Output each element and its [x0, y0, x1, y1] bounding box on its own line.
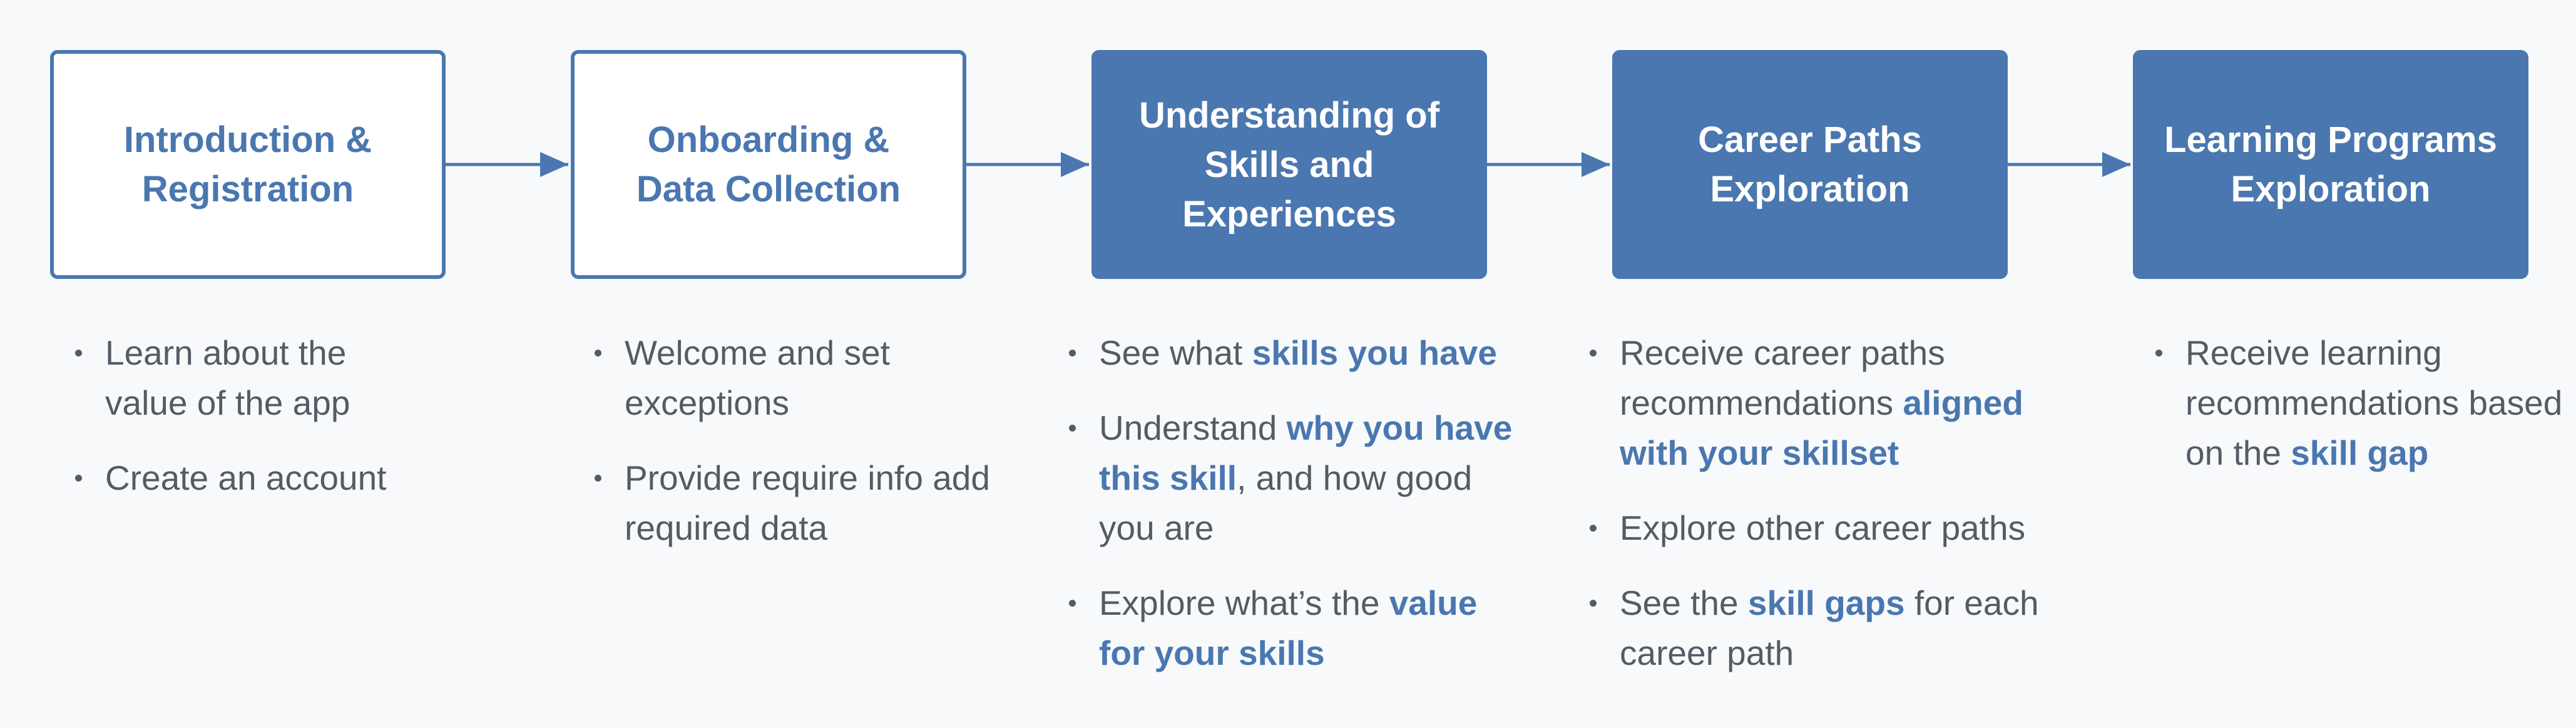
step-box-career-paths-exploration: Career Paths Exploration — [1612, 50, 2008, 279]
step-title: Introduction & Registration — [123, 119, 372, 210]
highlight-text: why you have this skill — [1099, 408, 1513, 497]
bullet-item: Explore what’s the value for your skills — [1064, 578, 1527, 678]
bullet-item: Provide require info add required data — [590, 453, 990, 553]
highlight-text: skill gaps — [1747, 584, 1905, 622]
highlight-text: skill gap — [2291, 433, 2429, 472]
bullet-text: for each career path — [1620, 584, 2039, 672]
bullet-item: Receive learning recommendations based o… — [2150, 328, 2576, 478]
bullet-item: See the skill gaps for each career path — [1585, 578, 2073, 678]
bullet-item: Create an account — [70, 453, 421, 503]
bullet-text: See the — [1620, 584, 1748, 622]
bullet-item: Learn about the value of the app — [70, 328, 421, 428]
bullet-item: Receive career paths recommendations ali… — [1585, 328, 2073, 478]
bullet-item: Explore other career paths — [1585, 503, 2073, 553]
step-box-learning-programs-exploration: Learning Programs Exploration — [2133, 50, 2528, 279]
highlight-text: skills you have — [1252, 333, 1497, 372]
bullet-text: , and how good you are — [1099, 458, 1473, 547]
step-title: Learning Programs Exploration — [2164, 119, 2497, 210]
bullet-item: Welcome and set exceptions — [590, 328, 990, 428]
bullet-item: Understand why you have this skill, and … — [1064, 403, 1527, 553]
step-title: Career Paths Exploration — [1698, 119, 1922, 210]
step-bullets-career-paths-exploration: Receive career paths recommendations ali… — [1585, 328, 2073, 703]
step-title: Understanding of Skills and Experiences — [1138, 94, 1440, 235]
step-box-onboarding-data-collection: Onboarding & Data Collection — [571, 50, 966, 279]
bullet-text: Explore what’s the — [1099, 584, 1389, 622]
bullet-text: Explore other career paths — [1620, 508, 2026, 547]
highlight-text: value for your skills — [1099, 584, 1478, 672]
bullet-text: Understand — [1099, 408, 1287, 447]
bullet-text: Create an account — [105, 458, 387, 497]
step-bullets-learning-programs-exploration: Receive learning recommendations based o… — [2150, 328, 2576, 503]
bullet-text: See what — [1099, 333, 1252, 372]
bullet-text: Receive learning recommendations based o… — [2185, 333, 2563, 472]
highlight-text: aligned with your skillset — [1620, 383, 2023, 472]
bullet-item: See what skills you have — [1064, 328, 1527, 378]
step-box-introduction-registration: Introduction & Registration — [50, 50, 446, 279]
bullet-text: Welcome and set exceptions — [625, 333, 890, 422]
step-box-understanding-skills: Understanding of Skills and Experiences — [1091, 50, 1487, 279]
bullet-text: Provide require info add required data — [625, 458, 990, 547]
bullet-text: Receive career paths recommendations — [1620, 333, 1945, 422]
bullet-text: Learn about the value of the app — [105, 333, 350, 422]
step-title: Onboarding & Data Collection — [636, 119, 901, 210]
